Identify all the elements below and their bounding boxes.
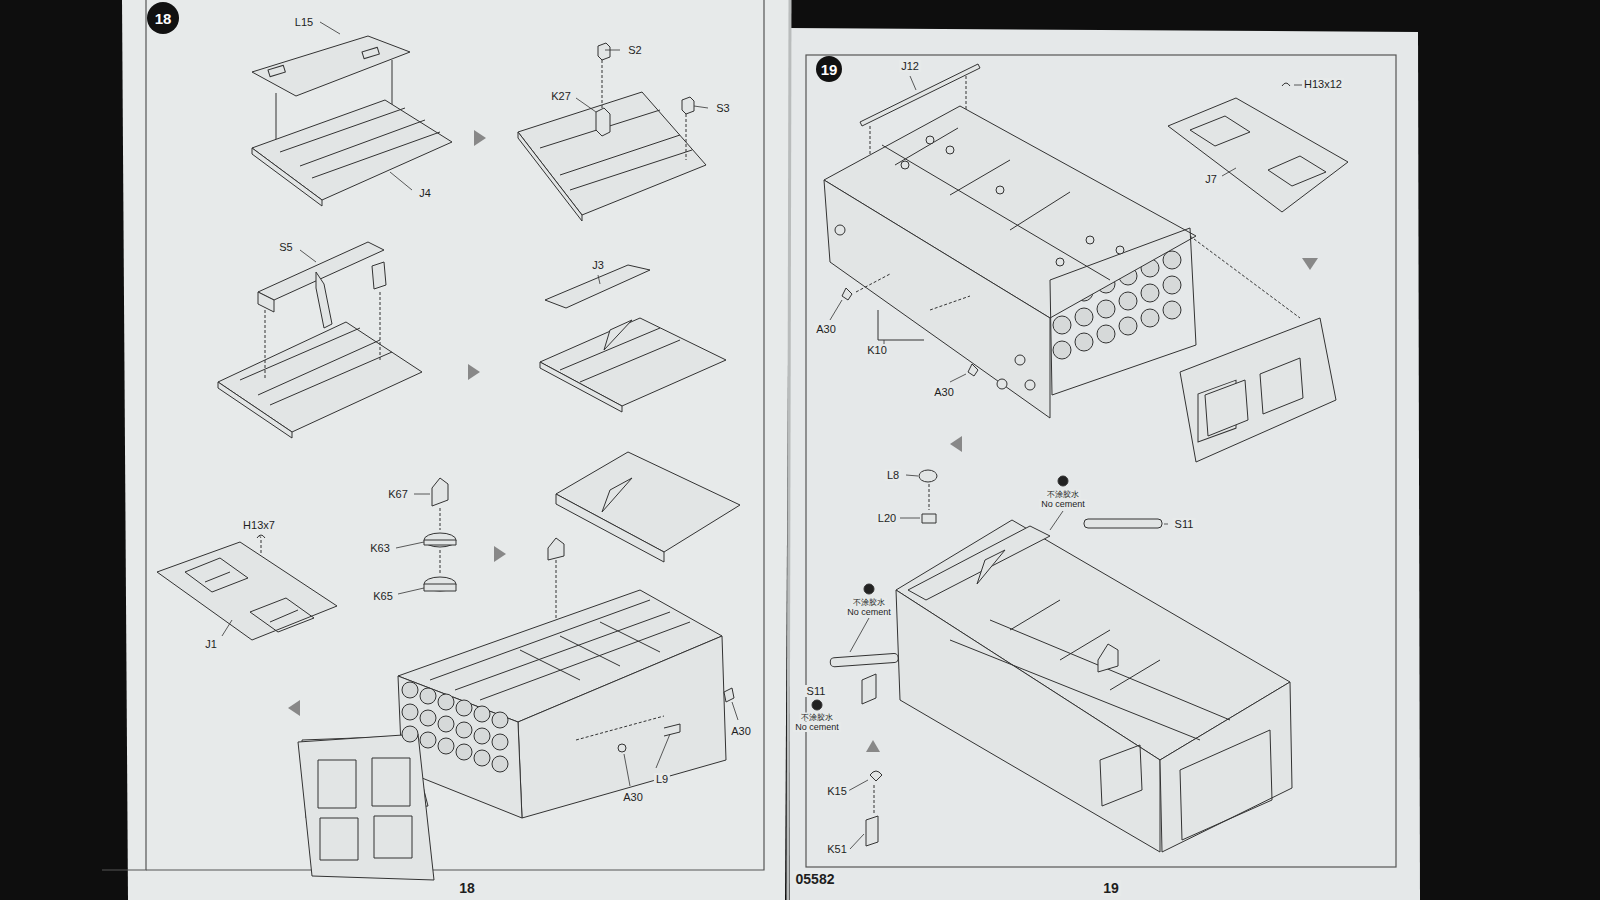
part-number: A30 — [932, 386, 956, 398]
cement-note: 不涂胶水 — [799, 713, 835, 722]
part-number: A30 — [621, 791, 645, 803]
part-number: S3 — [714, 102, 731, 114]
part-number: A30 — [814, 323, 838, 335]
parts — [157, 36, 740, 880]
part-number: J7 — [1203, 173, 1219, 185]
part-number: H13x12 — [1302, 78, 1344, 90]
part-number: L9 — [654, 773, 670, 785]
step-text: 19 — [821, 61, 838, 78]
part-number: L20 — [876, 512, 898, 524]
step-text: 18 — [155, 10, 172, 27]
cement-note: 不涂胶水 — [1045, 490, 1081, 499]
part-number: J1 — [203, 638, 219, 650]
step-number: 19 — [816, 56, 843, 83]
leader-lines — [222, 22, 1306, 849]
part-number: H13x7 — [241, 519, 277, 531]
part-number: K15 — [825, 785, 849, 797]
parts-right — [812, 64, 1348, 852]
page-number: 18 — [457, 880, 477, 896]
page-number: 05582 — [794, 871, 837, 887]
part-number: J3 — [590, 259, 606, 271]
part-number: J12 — [899, 60, 921, 72]
step-number: 18 — [147, 2, 179, 34]
part-number: S5 — [277, 241, 294, 253]
part-number: S2 — [626, 44, 643, 56]
part-number: S11 — [805, 685, 828, 697]
part-number: S11 — [1173, 518, 1196, 530]
cement-note: No cement — [1039, 499, 1087, 509]
cement-note: 不涂胶水 — [851, 598, 887, 607]
part-number: K27 — [549, 90, 573, 102]
part-number: K51 — [825, 843, 849, 855]
left-page — [122, 0, 790, 900]
part-number: A30 — [729, 725, 753, 737]
part-number: K10 — [865, 344, 889, 356]
part-number: K67 — [386, 488, 410, 500]
part-number: J4 — [417, 187, 433, 199]
cement-note: No cement — [793, 722, 841, 732]
cement-note: No cement — [845, 607, 893, 617]
part-number: L15 — [293, 16, 315, 28]
part-number: K65 — [371, 590, 395, 602]
part-number: L8 — [885, 469, 901, 481]
pages — [102, 0, 1420, 900]
right-page — [790, 28, 1420, 900]
page-number: 19 — [1101, 880, 1121, 896]
part-number: K63 — [368, 542, 392, 554]
